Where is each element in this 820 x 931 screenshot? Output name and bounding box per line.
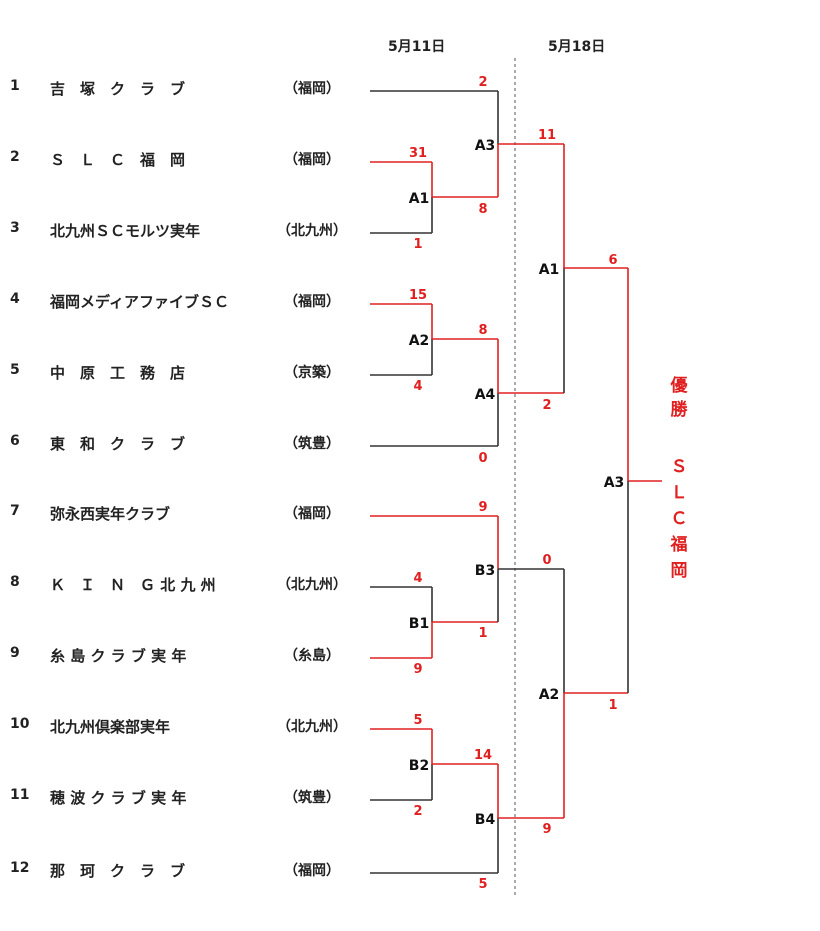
team-name: Ｋ Ｉ Ｎ Ｇ 北 九 州 <box>50 576 216 594</box>
match-label: A3 <box>475 138 496 154</box>
team-row: 5 中 原 工 務 店 （京築） <box>0 362 360 388</box>
match-label: A2 <box>539 687 560 703</box>
champion-label-char-1: 優 <box>670 376 688 396</box>
team-row: 9 糸 島 ク ラ ブ 実 年 （糸島） <box>0 645 360 671</box>
match-score: 2 <box>413 804 422 819</box>
match-score: 31 <box>409 146 427 161</box>
team-seed: 10 <box>10 716 30 732</box>
champion-label-char-2: 勝 <box>670 400 688 420</box>
team-seed: 4 <box>10 291 20 307</box>
match-label: A1 <box>539 262 560 278</box>
match-score: 0 <box>542 553 551 568</box>
match-score: 9 <box>478 500 487 515</box>
match-score: 5 <box>413 713 422 728</box>
team-seed: 9 <box>10 645 20 661</box>
match-label: A2 <box>409 333 430 349</box>
team-region: （北九州） <box>277 223 347 239</box>
match-score: 8 <box>478 202 487 217</box>
date-round2: 5月18日 <box>548 39 606 55</box>
team-region: （糸島） <box>284 648 340 664</box>
match-label: B2 <box>409 758 429 774</box>
match-score: 1 <box>608 698 617 713</box>
team-seed: 6 <box>10 433 20 449</box>
team-region: （京築） <box>284 365 340 381</box>
champion-team-char-3: Ｃ <box>670 509 688 529</box>
team-name: 北九州倶楽部実年 <box>50 718 171 736</box>
team-region: （福岡） <box>284 863 340 879</box>
champion-team-char-4: 福 <box>670 535 688 555</box>
team-row: 6 東 和 ク ラ ブ （筑豊） <box>0 433 360 459</box>
team-seed: 5 <box>10 362 20 378</box>
team-seed: 1 <box>10 78 20 94</box>
date-round1: 5月11日 <box>388 39 446 55</box>
match-score: 9 <box>413 662 422 677</box>
match-score: 2 <box>542 398 551 413</box>
team-region: （福岡） <box>284 152 340 168</box>
match-score: 15 <box>409 288 427 303</box>
team-region: （福岡） <box>284 294 340 310</box>
team-row: 11 穂 波 ク ラ ブ 実 年 （筑豊） <box>0 787 360 813</box>
team-seed: 7 <box>10 503 20 519</box>
team-seed: 11 <box>10 787 30 803</box>
match-score: 9 <box>542 822 551 837</box>
team-seed: 2 <box>10 149 20 165</box>
team-region: （筑豊） <box>284 436 340 452</box>
team-name: 中 原 工 務 店 <box>50 364 186 382</box>
team-row: 12 那 珂 ク ラ ブ （福岡） <box>0 860 360 886</box>
team-region: （福岡） <box>284 81 340 97</box>
team-row: 2 Ｓ Ｌ Ｃ 福 岡 （福岡） <box>0 149 360 175</box>
match-score: 1 <box>413 237 422 252</box>
match-label: A1 <box>409 191 430 207</box>
team-name: 北九州ＳＣモルツ実年 <box>50 222 201 240</box>
team-name: Ｓ Ｌ Ｃ 福 岡 <box>50 151 186 169</box>
match-score: 11 <box>538 128 556 143</box>
team-seed: 3 <box>10 220 20 236</box>
team-seed: 8 <box>10 574 20 590</box>
match-score: 8 <box>478 323 487 338</box>
team-row: 7 弥永西実年クラブ （福岡） <box>0 503 360 529</box>
team-name: 福岡メディアファイブＳＣ <box>50 293 229 311</box>
match-score: 2 <box>478 75 487 90</box>
champion-team: Ｓ Ｌ Ｃ 福 岡 <box>664 454 694 584</box>
match-label: A4 <box>475 387 496 403</box>
match-score: 4 <box>413 571 422 586</box>
team-row: 3 北九州ＳＣモルツ実年 （北九州） <box>0 220 360 246</box>
champion-team-char-2: Ｌ <box>670 483 688 503</box>
champion-team-char-1: Ｓ <box>670 457 688 477</box>
match-score: 4 <box>413 379 422 394</box>
team-row: 1 吉 塚 ク ラ ブ （福岡） <box>0 78 360 104</box>
team-region: （北九州） <box>277 719 347 735</box>
team-name: 那 珂 ク ラ ブ <box>50 862 186 880</box>
match-label: B3 <box>475 563 495 579</box>
team-name: 吉 塚 ク ラ ブ <box>50 80 186 98</box>
team-seed: 12 <box>10 860 30 876</box>
match-label: A3 <box>604 475 625 491</box>
team-row: 4 福岡メディアファイブＳＣ （福岡） <box>0 291 360 317</box>
team-row: 8 Ｋ Ｉ Ｎ Ｇ 北 九 州 （北九州） <box>0 574 360 600</box>
match-label: B1 <box>409 616 429 632</box>
team-row: 10 北九州倶楽部実年 （北九州） <box>0 716 360 742</box>
team-name: 糸 島 ク ラ ブ 実 年 <box>50 647 187 665</box>
match-score: 1 <box>478 626 487 641</box>
champion-label: 優 勝 <box>664 374 694 422</box>
champion-team-char-5: 岡 <box>670 561 688 581</box>
match-score: 6 <box>608 253 617 268</box>
team-name: 穂 波 ク ラ ブ 実 年 <box>50 789 187 807</box>
team-region: （筑豊） <box>284 790 340 806</box>
match-score: 5 <box>478 877 487 892</box>
team-region: （北九州） <box>277 577 347 593</box>
match-score: 0 <box>478 451 487 466</box>
team-name: 東 和 ク ラ ブ <box>50 435 186 453</box>
match-score: 14 <box>474 748 492 763</box>
match-label: B4 <box>475 812 496 828</box>
team-region: （福岡） <box>284 506 340 522</box>
team-name: 弥永西実年クラブ <box>50 505 171 523</box>
